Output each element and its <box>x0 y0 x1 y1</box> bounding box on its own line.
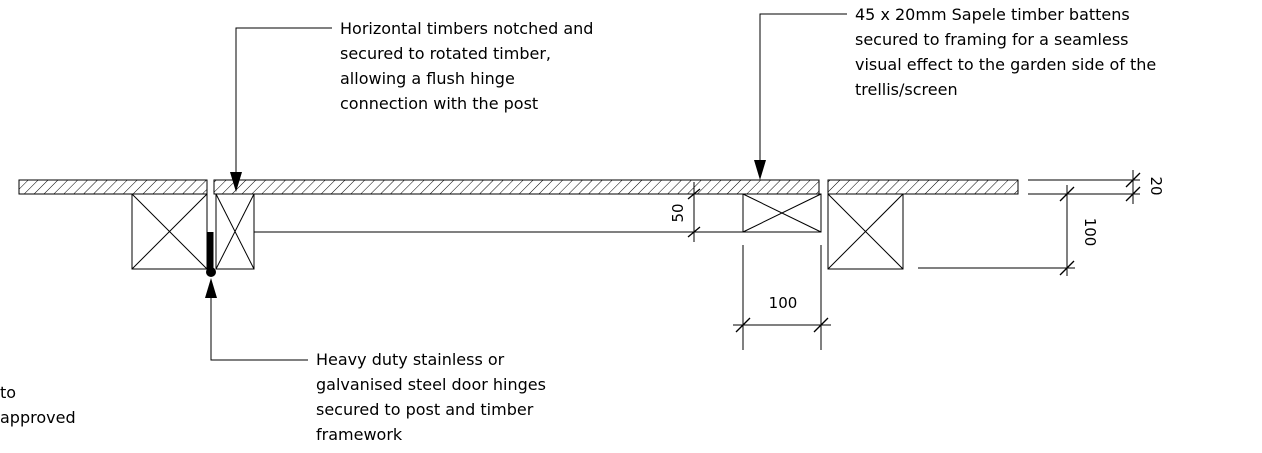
note-partial-left: to approved <box>0 383 76 427</box>
dim-batten-thickness-label: 20 <box>1147 176 1165 195</box>
door-hinge <box>206 232 216 277</box>
note-notched-timbers: Horizontal timbers notched and secured t… <box>340 19 599 113</box>
rotated-timber <box>215 193 255 270</box>
note-sapele-battens: 45 x 20mm Sapele timber battens secured … <box>855 5 1161 99</box>
timber-sections <box>131 193 904 270</box>
batten-board-left <box>18 179 208 195</box>
leader-sapele-battens <box>754 13 847 180</box>
dim-rail-width: 100 <box>733 245 831 350</box>
sapele-battens <box>18 179 1019 195</box>
batten-board-door <box>213 179 820 195</box>
dim-batten-thickness: 20 <box>1028 170 1165 204</box>
rail-timber-end <box>742 193 822 233</box>
dim-rail-depth-label: 50 <box>669 203 687 222</box>
leader-notched-timbers <box>230 27 332 192</box>
dim-post-size: 100 <box>918 185 1099 276</box>
post-left <box>131 193 208 270</box>
dim-post-size-label: 100 <box>1081 218 1099 247</box>
dim-rail-depth: 50 <box>669 182 701 242</box>
batten-board-right <box>827 179 1019 195</box>
note-door-hinges: Heavy duty stainless or galvanised steel… <box>316 350 551 444</box>
dim-rail-width-label: 100 <box>769 294 798 312</box>
leader-door-hinges <box>205 278 308 361</box>
post-right <box>827 193 904 270</box>
